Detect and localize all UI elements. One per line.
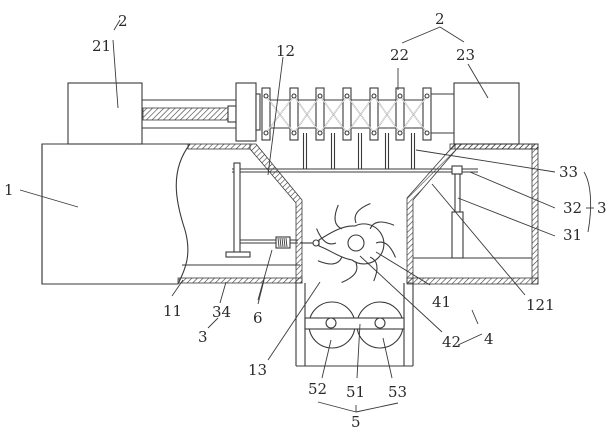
- label-21: 21: [92, 37, 111, 55]
- scissor-linkage: [261, 87, 432, 141]
- impeller-blade: [375, 241, 396, 258]
- spring-6: [275, 236, 291, 249]
- scissor-arm-inner: [373, 95, 401, 134]
- label-6: 6: [253, 309, 263, 327]
- scissor-bracket: [315, 87, 325, 141]
- scissor-bracket: [289, 87, 299, 141]
- label-12: 12: [276, 42, 295, 60]
- label-13: 13: [248, 361, 267, 379]
- pivot-pin: [263, 130, 269, 136]
- main-housing: [41, 143, 192, 285]
- reference-labels: 1 2 21 12 2 22 23 33 32 3 31 121 41 42 4…: [4, 10, 607, 431]
- cylinder-31: [451, 211, 464, 259]
- scissor-arm-inner: [293, 95, 321, 134]
- label-33: 33: [559, 163, 578, 181]
- leader-lines: [19, 19, 594, 413]
- label-53: 53: [388, 383, 407, 401]
- impeller-blade: [316, 228, 337, 245]
- label-4: 4: [484, 330, 494, 348]
- pivot-pin: [317, 93, 323, 99]
- vertical-rods: [302, 133, 416, 169]
- label-22: 22: [390, 46, 409, 64]
- label-121: 121: [526, 296, 555, 314]
- impeller-blade: [334, 204, 343, 230]
- label-23: 23: [456, 46, 475, 64]
- label-3-right: 3: [597, 199, 607, 217]
- right-motor: [430, 82, 539, 150]
- pivot-pin: [317, 130, 323, 136]
- label-5: 5: [351, 413, 361, 431]
- scissor-bracket: [395, 87, 405, 141]
- scissor-bracket: [342, 87, 352, 141]
- impeller-blade: [317, 256, 343, 265]
- pivot-pin: [371, 93, 377, 99]
- pivot-pin: [397, 93, 403, 99]
- impeller: [300, 203, 396, 283]
- label-32: 32: [563, 199, 582, 217]
- label-42: 42: [442, 333, 461, 351]
- label-31: 31: [563, 226, 582, 244]
- label-41: 41: [432, 293, 451, 311]
- left-post: [225, 162, 298, 258]
- pivot-pin: [291, 93, 297, 99]
- scissor-bracket: [369, 87, 379, 141]
- pivot-pin: [291, 130, 297, 136]
- scissor-bracket: [422, 87, 432, 141]
- left-motor: [67, 82, 261, 145]
- pivot-pin: [344, 130, 350, 136]
- roller-frame-51: [304, 317, 405, 330]
- label-52: 52: [308, 380, 327, 398]
- label-1: 1: [4, 181, 14, 199]
- crusher-rollers: [304, 301, 405, 349]
- impeller-blade: [369, 256, 378, 282]
- cross-bar: [232, 165, 478, 259]
- impeller-blade: [369, 221, 395, 230]
- connector-32: [451, 165, 463, 175]
- pivot-pin: [263, 93, 269, 99]
- impeller-blade: [354, 203, 371, 224]
- scissor-arm-inner: [265, 95, 295, 134]
- pivot-pin: [371, 130, 377, 136]
- scissor-bracket: [261, 87, 271, 141]
- pivot-pin: [397, 130, 403, 136]
- label-2-left: 2: [118, 12, 128, 30]
- pivot-pin: [344, 93, 350, 99]
- scissor-arm-inner: [399, 95, 428, 134]
- pivot-pin: [424, 93, 430, 99]
- label-11: 11: [163, 302, 182, 320]
- label-3-left: 3: [198, 328, 208, 346]
- impeller-blade: [341, 262, 358, 283]
- scissor-arm-inner: [346, 95, 375, 134]
- label-51: 51: [346, 383, 365, 401]
- pivot-pin: [424, 130, 430, 136]
- lead-screw: [142, 107, 229, 121]
- scissor-arm-inner: [319, 95, 348, 134]
- right-chamber: [406, 143, 539, 285]
- label-2-right: 2: [435, 10, 445, 28]
- label-34: 34: [212, 303, 231, 321]
